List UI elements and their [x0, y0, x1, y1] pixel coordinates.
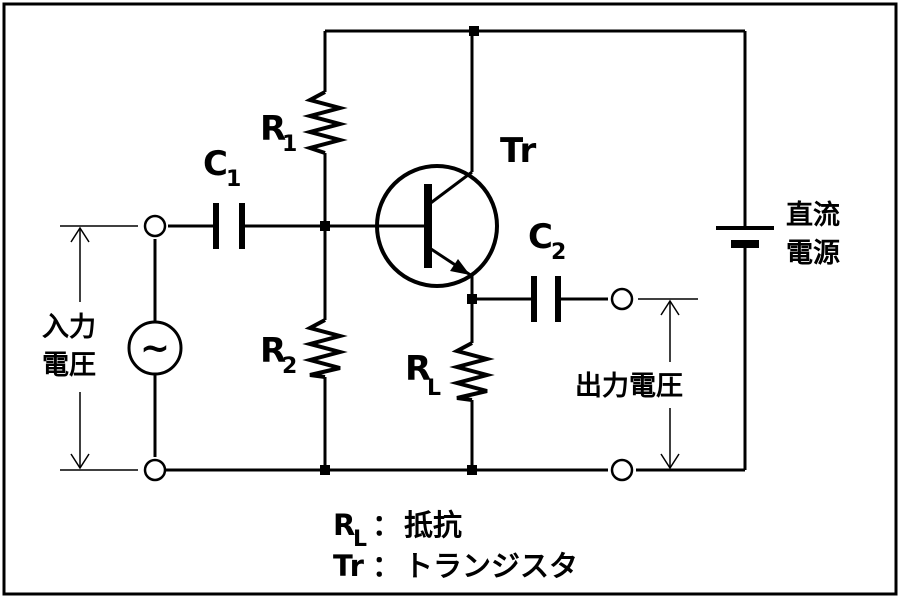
transistor-collector-lead: [427, 170, 473, 207]
label-dc-line1: 直流: [786, 200, 840, 231]
legend-tr-symbol: Tr: [333, 549, 365, 583]
emitter-arrow-icon: [450, 259, 470, 275]
ac-source: [127, 320, 183, 376]
legend-tr-text: トランジスタ: [404, 549, 578, 583]
label-rl: R: [405, 349, 431, 389]
dc-source-battery: [716, 226, 774, 248]
resistor-r2: [302, 318, 348, 379]
label-c1: C: [203, 144, 228, 184]
junction-bottom-r2: [320, 465, 330, 475]
ac-symbol: ~: [140, 328, 170, 369]
label-dc-line2: 電源: [786, 238, 840, 269]
label-c2-sub: 2: [551, 240, 566, 265]
label-tr: Tr: [500, 131, 536, 171]
wires: [153, 29, 747, 472]
transistor-tr: [375, 164, 499, 288]
output-terminal-top: [610, 287, 634, 311]
label-r1-sub: 1: [282, 132, 297, 157]
legend-tr-separator: ：: [372, 549, 401, 583]
label-input-line2: 電圧: [42, 350, 96, 381]
resistor-r1: [302, 90, 348, 155]
label-output-voltage: 出力電圧: [575, 371, 683, 402]
label-input-line1: 入力: [42, 312, 96, 343]
label-c2: C: [528, 217, 553, 257]
transistor-envelope: [375, 164, 499, 288]
input-voltage-arrow: [60, 225, 138, 471]
junctions: [320, 26, 479, 475]
input-terminal-top: [143, 214, 167, 238]
legend-rl-separator: ：: [372, 508, 401, 542]
outer-frame: [2, 2, 898, 596]
junction-base: [320, 221, 330, 231]
label-r1: R: [260, 109, 286, 149]
label-c1-sub: 1: [226, 167, 241, 192]
label-r2: R: [260, 331, 286, 371]
label-rl-sub: L: [427, 376, 441, 401]
legend: R L ： 抵抗 Tr ： トランジスタ: [333, 508, 578, 583]
output-voltage-arrow: [638, 298, 698, 470]
capacitor-c2: [531, 276, 561, 322]
label-r2-sub: 2: [282, 354, 297, 379]
input-terminal-bottom: [143, 458, 167, 482]
junction-bottom-rl: [467, 465, 477, 475]
resistor-rl: [449, 341, 495, 402]
capacitor-c1: [213, 203, 245, 249]
junction-emitter: [467, 294, 477, 304]
legend-rl-symbol: R: [333, 508, 355, 542]
legend-rl-text: 抵抗: [404, 508, 462, 542]
output-terminal-bottom: [610, 458, 634, 482]
legend-rl-symbol-sub: L: [353, 527, 367, 552]
junction-top: [469, 26, 479, 36]
